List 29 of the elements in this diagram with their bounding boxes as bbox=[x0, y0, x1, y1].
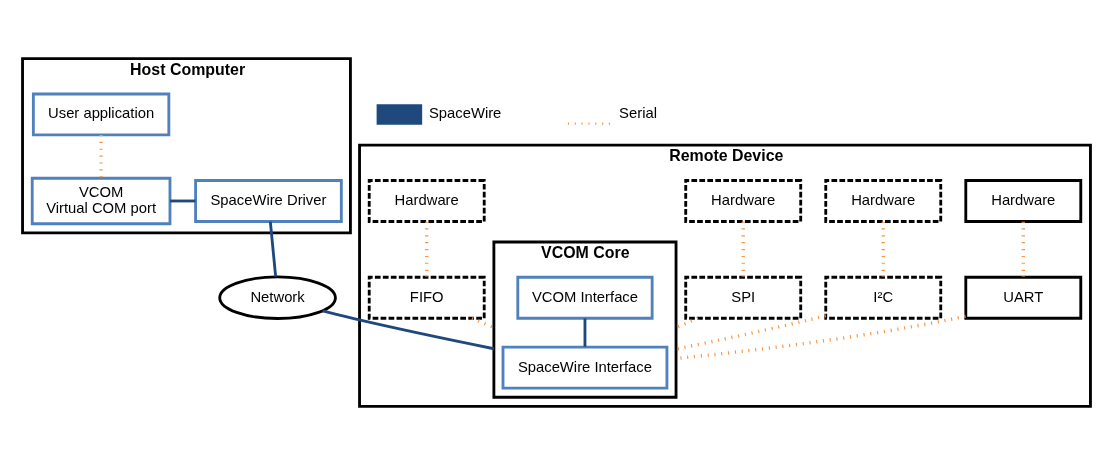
node-ellipse: Network bbox=[218, 275, 337, 320]
node-box: FIFO bbox=[367, 275, 486, 320]
node-box: SPI bbox=[684, 275, 803, 320]
legend-label: SpaceWire bbox=[428, 104, 502, 121]
node-box: User application bbox=[31, 92, 171, 136]
node-box: Hardware bbox=[824, 178, 943, 223]
connector bbox=[170, 199, 196, 202]
connector bbox=[268, 221, 278, 277]
connector bbox=[881, 221, 885, 277]
node-box: UART bbox=[964, 275, 1083, 320]
node-box: SpaceWire Interface bbox=[501, 345, 669, 390]
connector bbox=[675, 316, 699, 329]
node-box: Hardware bbox=[367, 178, 486, 223]
node-box: VCOM Virtual COM port bbox=[30, 176, 172, 225]
connector bbox=[675, 313, 966, 360]
connector bbox=[425, 221, 429, 277]
connector bbox=[471, 316, 495, 329]
connector bbox=[675, 313, 827, 351]
connector bbox=[741, 221, 745, 277]
connector bbox=[583, 317, 587, 347]
connector bbox=[1021, 221, 1025, 277]
node-box: Hardware bbox=[964, 178, 1083, 223]
legend-label: Serial bbox=[619, 104, 657, 121]
node-box: VCOM Interface bbox=[516, 275, 654, 320]
connector bbox=[99, 134, 103, 178]
node-box: SpaceWire Driver bbox=[194, 178, 343, 223]
connector bbox=[322, 309, 495, 350]
node-box: Hardware bbox=[684, 178, 803, 223]
node-box: I²C bbox=[824, 275, 943, 320]
